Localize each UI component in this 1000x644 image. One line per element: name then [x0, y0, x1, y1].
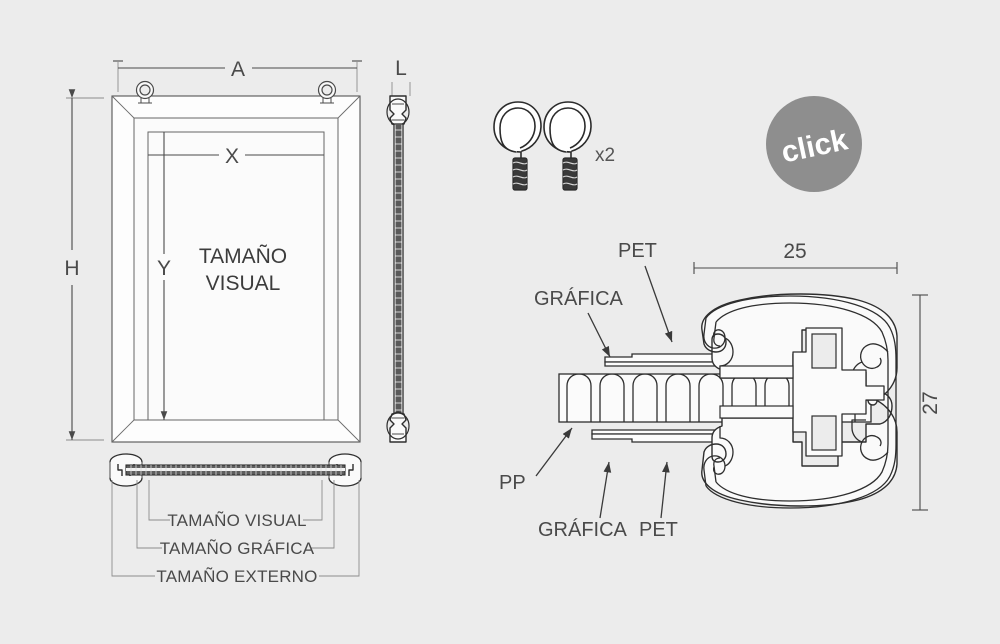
dimension-h: H	[64, 89, 104, 441]
sheet-to-frame-joint	[719, 365, 794, 419]
label-grafica-top-text: GRÁFICA	[534, 287, 624, 310]
dimension-l-label: L	[395, 57, 407, 80]
bottom-profile-bar	[125, 464, 346, 476]
callout-tamano-externo: TAMAÑO EXTERNO	[111, 480, 360, 586]
dimension-25-label: 25	[783, 240, 806, 263]
screw-eye-hook-1	[493, 101, 542, 191]
label-pp: PP	[499, 427, 573, 494]
side-view-bottom-cap	[386, 411, 410, 443]
dimension-y-label: Y	[157, 257, 171, 280]
callout-label-externo: TAMAÑO EXTERNO	[156, 567, 317, 586]
callout-label-visual: TAMAÑO VISUAL	[167, 511, 306, 530]
aluminium-profile-detail	[703, 295, 897, 509]
click-badge: click	[766, 96, 862, 192]
dimension-a-label: A	[231, 58, 245, 81]
label-pet-top-text: PET	[618, 240, 657, 262]
hook-quantity-label: x2	[595, 145, 615, 166]
dimension-25: 25	[693, 240, 898, 274]
eyelet-left	[135, 80, 155, 104]
profile-channel-cavities	[811, 333, 837, 451]
dimension-27: 27	[912, 294, 942, 511]
dimension-a: A	[113, 58, 362, 92]
visual-size-line-1: TAMAÑO	[199, 244, 287, 268]
screw-eye-hook-2	[543, 101, 592, 191]
label-pet-top: PET	[618, 240, 673, 343]
frame-front-body	[111, 95, 361, 443]
bottom-view-group: TAMAÑO VISUAL TAMAÑO GRÁFICA TAMAÑO EXTE…	[109, 453, 362, 586]
dimension-27-label: 27	[919, 391, 942, 414]
label-grafica-bottom: GRÁFICA	[538, 461, 628, 541]
dimension-h-label: H	[64, 257, 79, 280]
label-grafica-top: GRÁFICA	[534, 287, 624, 358]
side-view-group: L	[386, 57, 411, 443]
side-view-shaft-texture	[395, 124, 402, 414]
label-pet-bottom: PET	[639, 461, 678, 541]
front-view-group: A H	[64, 58, 362, 443]
screw-eye-hooks-group: x2	[493, 101, 615, 191]
visual-size-line-2: VISUAL	[206, 272, 281, 295]
click-badge-circle	[766, 96, 862, 192]
side-view-top-cap	[386, 95, 410, 127]
dimension-y: Y	[157, 132, 171, 420]
eyelet-right	[317, 80, 337, 104]
label-grafica-bottom-text: GRÁFICA	[538, 518, 628, 541]
callout-tamano-visual: TAMAÑO VISUAL	[148, 480, 323, 530]
callout-label-grafica: TAMAÑO GRÁFICA	[160, 539, 315, 558]
label-pet-bottom-text: PET	[639, 519, 678, 541]
label-pp-text: PP	[499, 472, 526, 494]
dimension-x-label: X	[225, 145, 239, 168]
callout-tamano-grafica: TAMAÑO GRÁFICA	[136, 480, 335, 558]
cross-section-group: 25 27	[499, 240, 942, 541]
dimension-x: X	[148, 145, 324, 168]
